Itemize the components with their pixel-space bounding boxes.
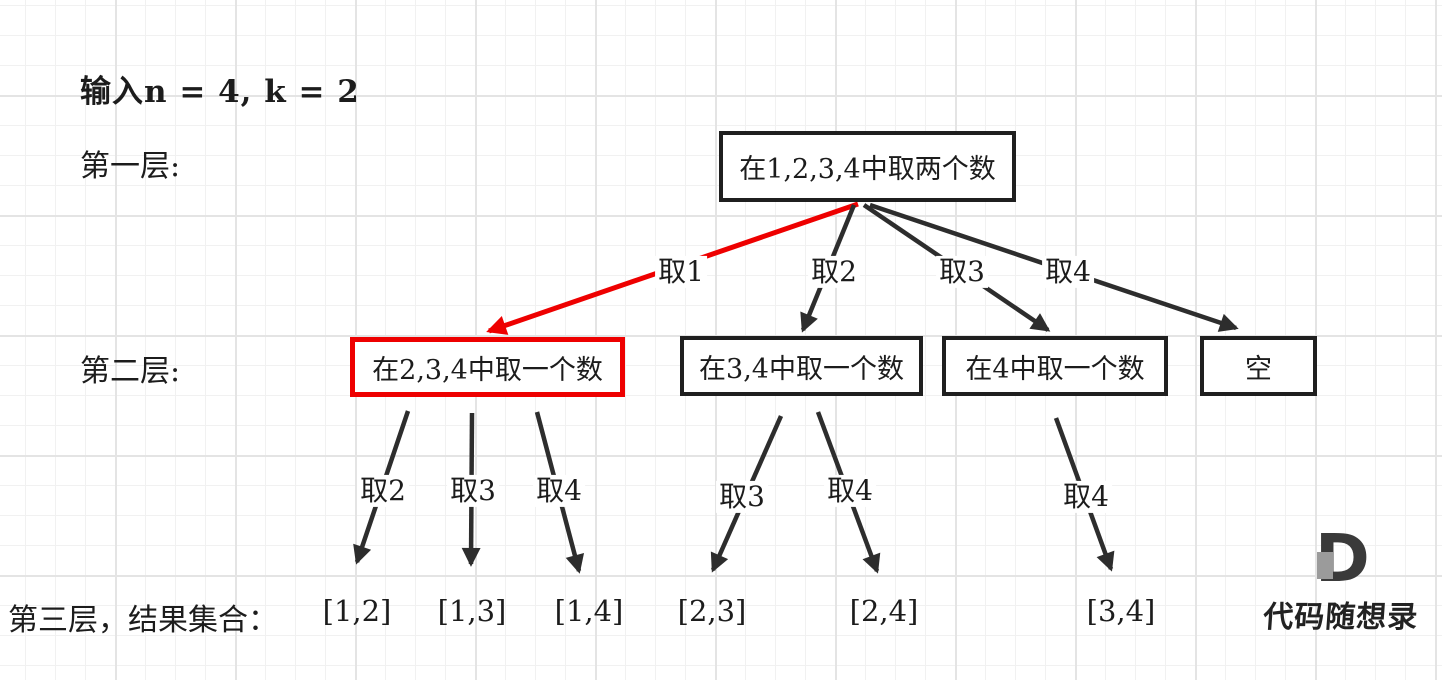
result-set-3: [2,3] [677,594,747,628]
edge-label-9: 取4 [1060,480,1112,514]
tree-node-root: 在1,2,3,4中取两个数 [719,131,1016,202]
layer1-label: 第一层: [80,149,181,184]
result-set-5: [3,4] [1086,594,1156,628]
edge-label-7: 取3 [716,480,768,514]
diagram-title: 输入n = 4, k = 2 [80,74,360,110]
edge-label-6: 取4 [533,474,585,508]
brand-watermark: 代码随想录 [1262,600,1420,635]
result-set-2: [1,4] [554,594,624,628]
edge-label-4: 取2 [357,474,409,508]
layer2-label: 第二层: [80,354,181,389]
edge-label-8: 取4 [824,474,876,508]
tree-node-empty: 空 [1200,336,1317,396]
edge-label-3: 取4 [1042,255,1094,289]
layer3-label: 第三层，结果集合： [8,603,278,638]
result-set-0: [1,2] [322,594,392,628]
edge-label-2: 取3 [936,255,988,289]
tree-node-n4: 在4中取一个数 [942,336,1168,396]
edge-label-5: 取3 [447,474,499,508]
edge-label-1: 取2 [808,255,860,289]
edge-label-0: 取1 [655,255,707,289]
result-set-1: [1,3] [437,594,507,628]
logo-d-square-icon [1317,552,1333,579]
tree-node-n34: 在3,4中取一个数 [680,336,923,396]
result-set-4: [2,4] [849,594,919,628]
tree-node-n234: 在2,3,4中取一个数 [350,337,625,397]
